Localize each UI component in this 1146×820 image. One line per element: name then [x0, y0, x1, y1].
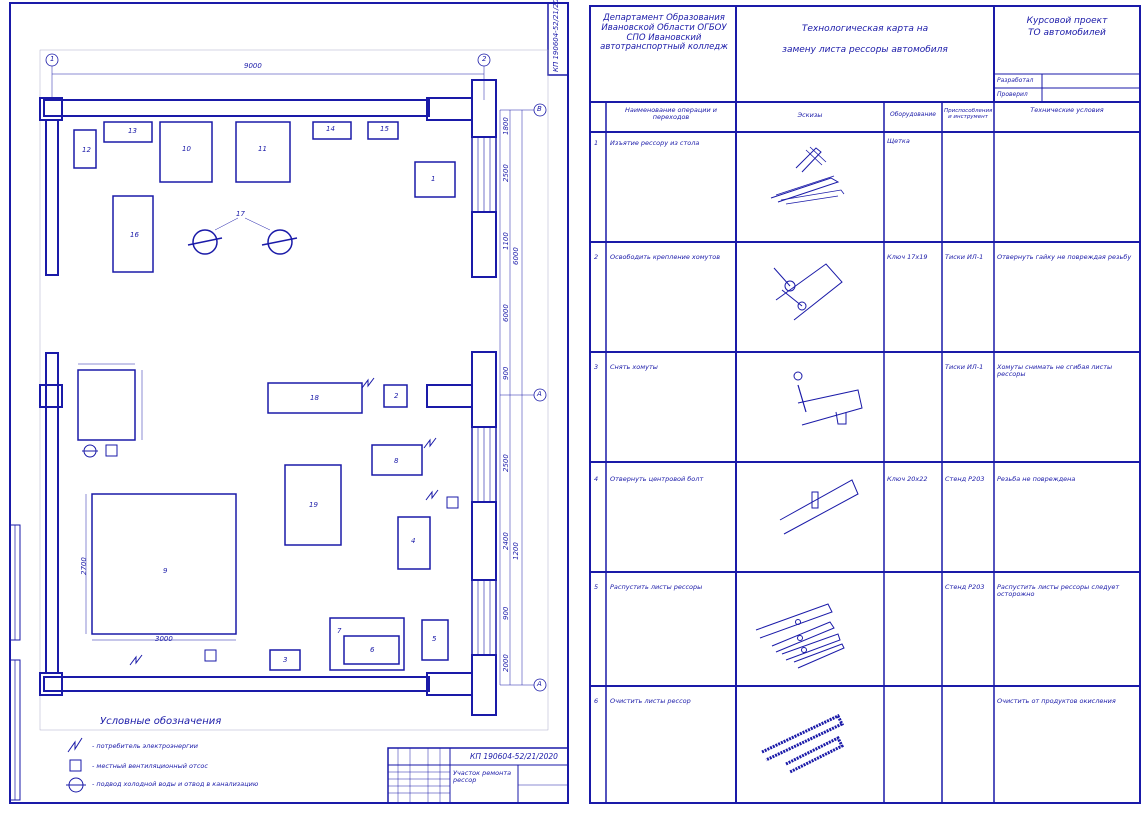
legend-item-electric: - потребитель электроэнергии: [92, 742, 198, 750]
col-equipment: Оборудование: [890, 111, 936, 118]
row4-tools: Стенд Р203: [945, 475, 985, 483]
equip-15: 15: [380, 125, 389, 133]
dim-r4: 6000: [512, 247, 520, 265]
equip-2: 2: [394, 392, 399, 400]
row3-operation: Снять хомуты: [610, 363, 658, 371]
dim-9-width: 3000: [155, 635, 173, 643]
equip-8: 8: [394, 457, 399, 465]
row1-num: 1: [594, 139, 599, 147]
row5-tools: Стенд Р203: [945, 583, 985, 591]
col-tools: Приспособления и инструмент: [944, 108, 993, 121]
row4-conditions: Резьба не повреждена: [997, 475, 1076, 483]
stamp-code: КП 190604-52/21/2020: [552, 0, 560, 72]
dim-r5: 6000: [502, 304, 510, 322]
floor-plan-drawing: [9, 2, 569, 804]
equip-3: 3: [283, 656, 288, 664]
row5-operation: Распустить листы рессоры: [610, 583, 703, 591]
equip-13: 13: [128, 127, 137, 135]
title-block-code: КП 190604-52/21/2020: [470, 752, 558, 761]
axis-label-1: 1: [50, 55, 55, 63]
dim-top-span: 9000: [244, 62, 262, 70]
row6-conditions: Очистить от продуктов окисления: [997, 697, 1116, 705]
equip-7: 7: [337, 627, 342, 635]
dim-r10: 900: [502, 606, 510, 620]
row3-num: 3: [594, 363, 599, 371]
checked-label: Проверил: [997, 91, 1028, 98]
row2-num: 2: [594, 253, 599, 261]
axis-label-2: 2: [482, 55, 487, 63]
dim-r6: 900: [502, 366, 510, 380]
equip-16: 16: [130, 231, 139, 239]
row4-num: 4: [594, 475, 599, 483]
legend-title: Условные обозначения: [100, 716, 222, 727]
title-block-name: Участок ремонта рессор: [453, 769, 512, 784]
row2-conditions: Отвернуть гайку не повреждая резьбу: [997, 253, 1132, 261]
equip-19: 19: [309, 501, 318, 509]
equip-6: 6: [370, 646, 375, 654]
row1-operation: Изъятие рессору из стола: [610, 139, 700, 147]
dim-r9: 1200: [512, 542, 520, 560]
row2-equipment: Ключ 17х19: [887, 253, 928, 261]
equip-5: 5: [432, 635, 437, 643]
dim-r3: 1100: [502, 232, 510, 250]
row2-tools: Тиски ИЛ-1: [945, 253, 984, 261]
equip-11: 11: [258, 145, 267, 153]
equip-10: 10: [182, 145, 191, 153]
row5-num: 5: [594, 583, 599, 591]
dim-r7: 2500: [502, 454, 510, 472]
dim-r11: 2000: [502, 654, 510, 672]
axis-label-v: В: [537, 105, 542, 113]
equip-18: 18: [310, 394, 319, 402]
floor-plan-sheet: КП 190604-52/21/2020 1 2 В А А 9000 1800…: [0, 0, 570, 820]
card-title-line1: Технологическая карта на: [801, 24, 929, 34]
equip-4: 4: [411, 537, 416, 545]
axis-label-a1: А: [537, 390, 542, 398]
tech-card-grid: [589, 5, 1141, 804]
dim-r8: 2400: [502, 532, 510, 550]
project-line2: ТО автомобилей: [1028, 28, 1106, 38]
row1-equipment: Щетка: [887, 137, 910, 145]
col-conditions: Технические условия: [1030, 106, 1104, 114]
dim-r2: 2500: [502, 164, 510, 182]
equip-1: 1: [431, 175, 436, 183]
row4-operation: Отвернуть центровой болт: [610, 475, 704, 483]
equip-9: 9: [163, 567, 168, 575]
col-operation: Наименование операции и переходов: [624, 106, 718, 122]
equip-17: 17: [236, 210, 245, 218]
row5-conditions: Распустить листы рессоры следует осторож…: [997, 583, 1120, 599]
col-sketch: Эскизы: [797, 111, 823, 119]
row3-tools: Тиски ИЛ-1: [945, 363, 984, 371]
row6-operation: Очистить листы рессор: [610, 697, 691, 705]
equip-12: 12: [82, 146, 91, 154]
row2-operation: Освободить крепление хомутов: [610, 253, 721, 261]
dim-r1: 1800: [502, 117, 510, 135]
card-title-line2: замену листа рессоры автомобиля: [782, 45, 948, 55]
project-line1: Курсовой проект: [1026, 16, 1108, 26]
dim-9-height: 2700: [80, 557, 88, 575]
developed-label: Разработал: [997, 77, 1034, 84]
axis-label-a2: А: [537, 680, 542, 688]
legend-item-water: - подвод холодной воды и отвод в канализ…: [92, 780, 259, 788]
legend-item-vent: - местный вентиляционный отсос: [92, 762, 208, 770]
org-name: Департамент Образования Ивановской Облас…: [600, 13, 728, 53]
equip-14: 14: [326, 125, 335, 133]
row3-conditions: Хомуты снимать не сгибая листы рессоры: [997, 363, 1113, 379]
tech-card-sheet: Департамент Образования Ивановской Облас…: [576, 0, 1146, 820]
row6-num: 6: [594, 697, 599, 705]
row4-equipment: Ключ 20х22: [887, 475, 928, 483]
